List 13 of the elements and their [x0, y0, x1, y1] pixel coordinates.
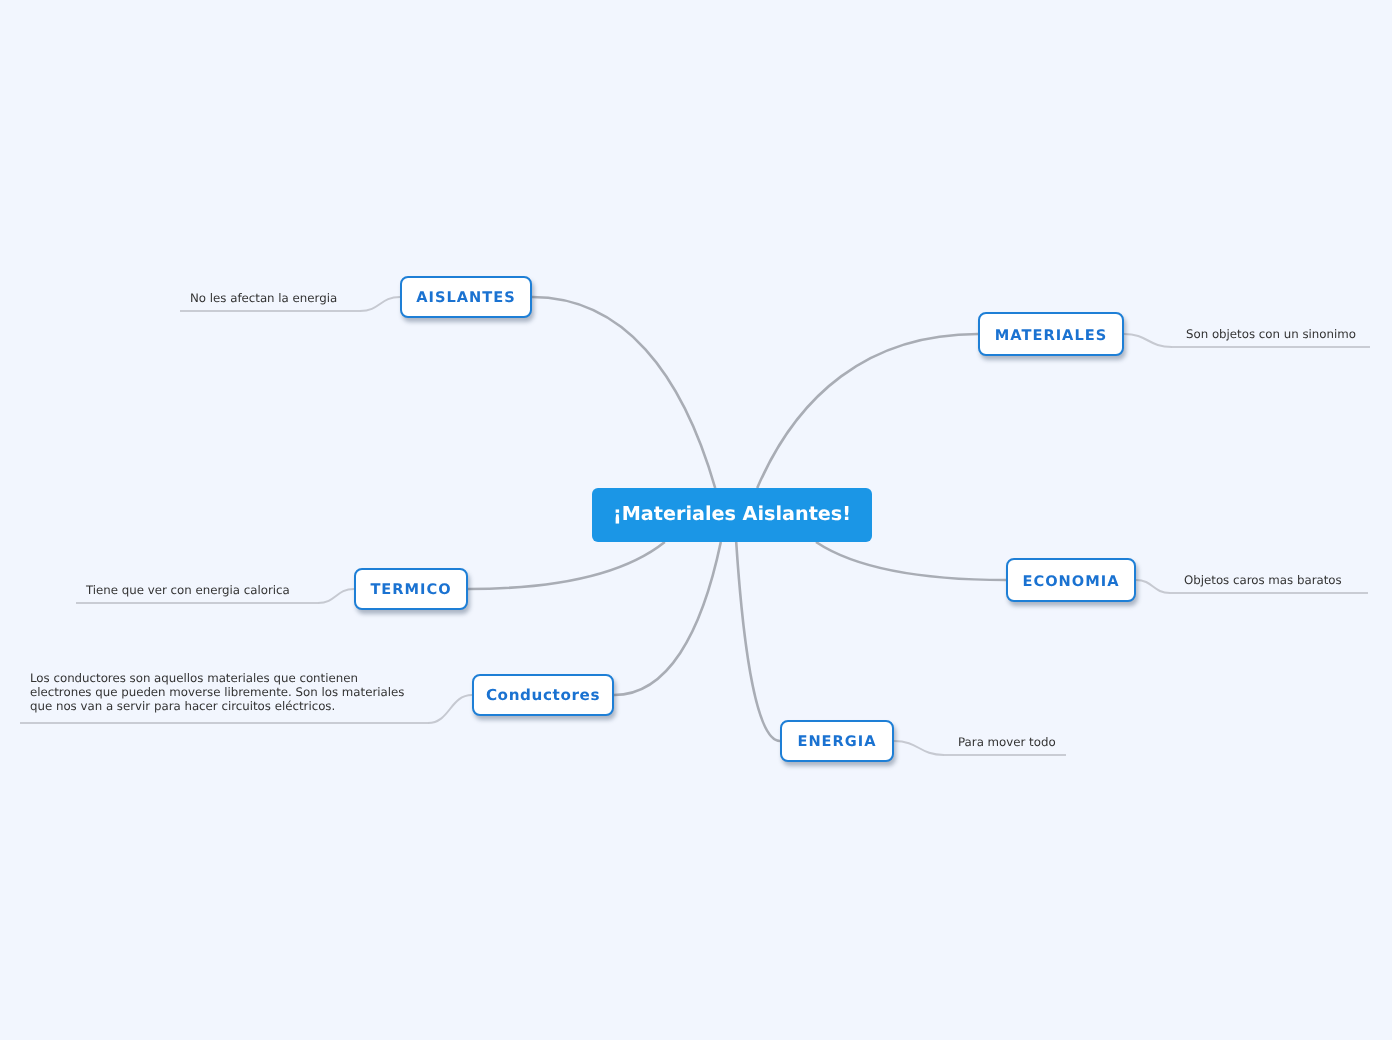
connector-line [893, 740, 945, 756]
connector-line [734, 541, 781, 743]
connector-line [756, 332, 979, 489]
central-topic-box: ¡Materiales Aislantes! [592, 488, 872, 542]
connector-line [317, 588, 355, 604]
connector-line [1123, 333, 1173, 348]
connector-line [613, 541, 723, 697]
connector-line [467, 540, 666, 591]
connector-line [815, 540, 1006, 582]
connector-line [531, 295, 717, 489]
connector-line [427, 694, 473, 724]
connector-line [359, 296, 401, 312]
connector-line [1135, 579, 1171, 594]
